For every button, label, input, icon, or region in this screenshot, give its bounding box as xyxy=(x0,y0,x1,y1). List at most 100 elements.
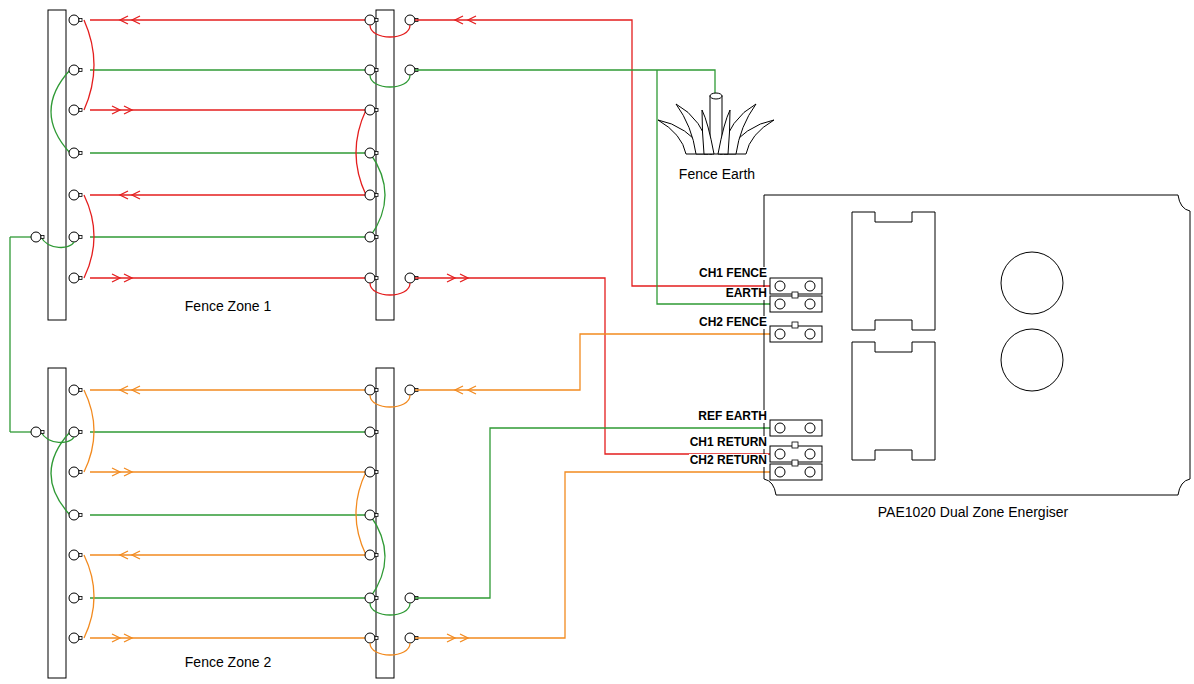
insulator-stub xyxy=(79,471,82,474)
jumper-wire xyxy=(41,432,74,442)
insulator xyxy=(69,427,79,437)
arrow-chevron xyxy=(112,634,120,642)
wire xyxy=(415,428,770,598)
jumper-wire xyxy=(370,25,410,37)
jumper-wire xyxy=(370,643,410,655)
arrow-chevron xyxy=(447,274,455,282)
insulator xyxy=(365,427,375,437)
insulator-stub xyxy=(79,514,82,517)
terminal-screw xyxy=(775,281,785,291)
arrow-chevron xyxy=(124,274,132,282)
insulator-stub xyxy=(375,431,378,434)
terminal-label: EARTH xyxy=(725,287,768,300)
insulator-stub xyxy=(375,471,378,474)
insulator-stub xyxy=(375,389,378,392)
insulator xyxy=(365,65,375,75)
insulator-stub xyxy=(79,554,82,557)
earth-rod-top xyxy=(710,93,722,99)
insulator-stub xyxy=(79,109,82,112)
jumper-wire xyxy=(84,555,94,638)
insulator xyxy=(31,232,41,242)
terminal-label: REF EARTH xyxy=(697,410,768,423)
arrow-chevron xyxy=(132,191,140,199)
insulator-stub xyxy=(79,236,82,239)
circuit-module xyxy=(852,212,935,330)
insulator xyxy=(405,633,415,643)
terminal-link xyxy=(792,322,798,328)
insulator xyxy=(365,633,375,643)
insulator-stub xyxy=(375,554,378,557)
insulator xyxy=(69,148,79,158)
wire xyxy=(10,236,31,237)
arrow-chevron xyxy=(460,274,468,282)
terminal-label: CH2 FENCE xyxy=(698,316,768,329)
arrow-chevron xyxy=(120,191,128,199)
terminal-label: CH2 RETURN xyxy=(689,454,768,467)
arrow-chevron xyxy=(124,468,132,476)
indicator-light xyxy=(1001,329,1063,391)
insulator xyxy=(365,550,375,560)
insulator xyxy=(405,593,415,603)
insulator-stub xyxy=(79,431,82,434)
insulator xyxy=(69,385,79,395)
jumper-wire xyxy=(84,390,94,472)
insulator xyxy=(69,190,79,200)
insulator-stub xyxy=(79,637,82,640)
energiser-housing xyxy=(764,195,1190,495)
insulator xyxy=(405,385,415,395)
terminal-screw xyxy=(805,329,815,339)
insulator-stub xyxy=(79,389,82,392)
wire xyxy=(415,20,770,286)
insulator-stub xyxy=(79,69,82,72)
insulator xyxy=(69,593,79,603)
terminal-screw xyxy=(775,467,785,477)
arrow-chevron xyxy=(120,551,128,559)
insulator xyxy=(69,105,79,115)
insulator-stub xyxy=(375,109,378,112)
energiser-unit: PAE1020 Dual Zone Energiser xyxy=(764,195,1190,495)
arrow-chevron xyxy=(447,634,455,642)
wire xyxy=(90,514,365,515)
grass-leaf xyxy=(718,110,730,154)
arrow-chevron xyxy=(132,16,140,24)
jumper-wire xyxy=(41,237,74,247)
insulator-stub xyxy=(375,19,378,22)
jumper-wire xyxy=(370,75,410,87)
jumper-wire xyxy=(356,110,366,195)
insulator xyxy=(69,510,79,520)
wire xyxy=(90,236,365,237)
insulator-stub xyxy=(79,19,82,22)
terminal-screw xyxy=(775,423,785,433)
wire xyxy=(90,152,365,153)
fence-post xyxy=(48,368,66,678)
insulator xyxy=(69,232,79,242)
insulator-stub xyxy=(375,152,378,155)
jumper-wire xyxy=(51,70,70,153)
insulator xyxy=(405,15,415,25)
insulator-stub xyxy=(375,597,378,600)
arrow-chevron xyxy=(120,386,128,394)
zone-label: Fence Zone 1 xyxy=(185,299,271,314)
wire xyxy=(415,334,770,390)
arrow-chevron xyxy=(112,468,120,476)
terminal-screw xyxy=(775,299,785,309)
arrow-chevron xyxy=(132,551,140,559)
terminal-screw xyxy=(805,467,815,477)
wire xyxy=(90,431,365,432)
wire xyxy=(90,597,365,598)
insulator xyxy=(69,633,79,643)
jumper-wire xyxy=(370,283,410,295)
jumper-wire xyxy=(370,603,410,615)
insulator-stub xyxy=(375,514,378,517)
insulator xyxy=(365,190,375,200)
insulator-stub xyxy=(375,194,378,197)
grass-leaf xyxy=(702,110,714,154)
insulator xyxy=(365,593,375,603)
wire xyxy=(9,237,10,432)
insulator-stub xyxy=(41,236,44,239)
insulator xyxy=(69,550,79,560)
terminal-label: CH1 FENCE xyxy=(698,267,768,280)
wire xyxy=(415,70,715,96)
